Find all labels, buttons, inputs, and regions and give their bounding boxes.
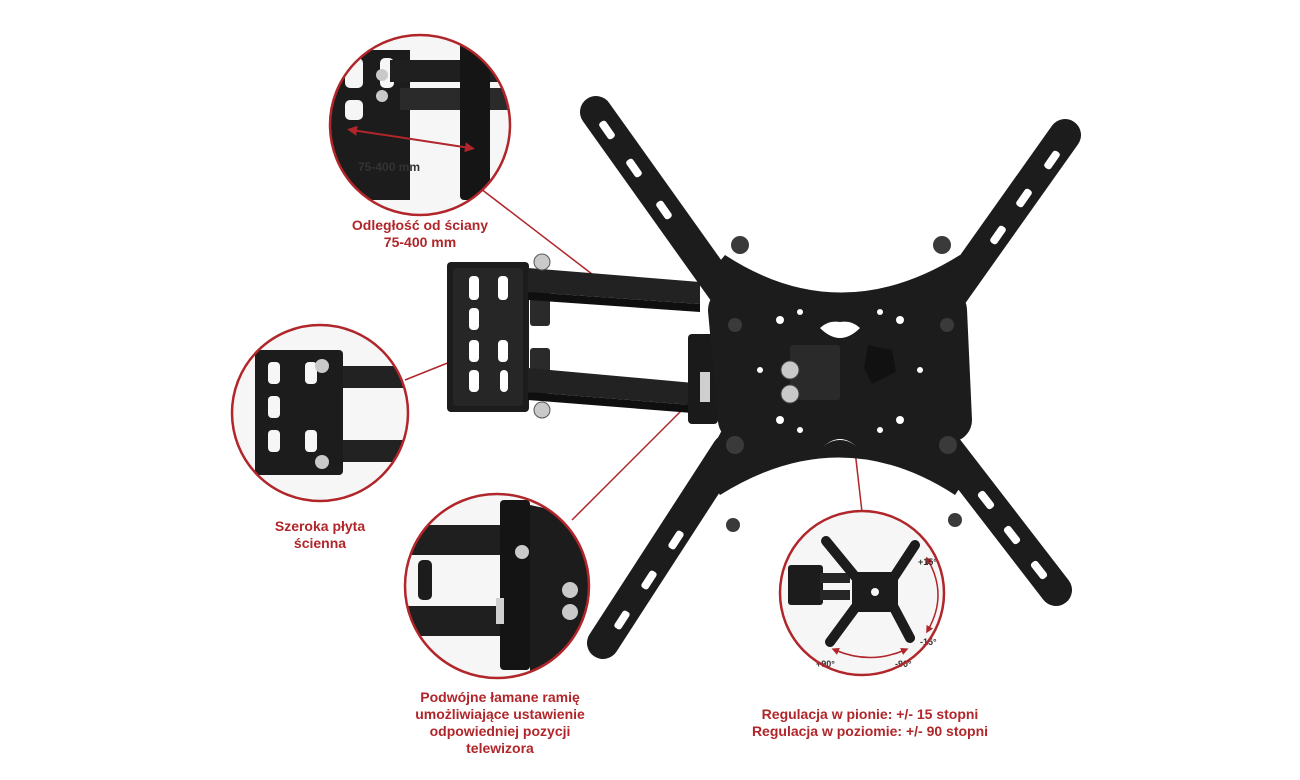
inset-wall-plate [230, 323, 410, 503]
callout-wall-plate-label: Szeroka płyta ścienna [225, 518, 415, 552]
callout-arm-line-3: odpowiedniej pozycji [429, 723, 571, 739]
bracket-arms [528, 253, 718, 424]
callout-adjust-line-2: Regulacja w poziomie: +/- 90 stopni [751, 723, 989, 739]
callout-arm-line-1: Podwójne łamane ramię [420, 689, 580, 705]
angle-up-label: +15° [918, 557, 937, 567]
callout-adjust-label: Regulacja w pionie: +/- 15 stopni Regula… [715, 706, 1025, 740]
main-bracket [447, 96, 1081, 659]
callout-arm-label: Podwójne łamane ramię umożliwiające usta… [385, 689, 615, 757]
angle-left-label: +90° [816, 659, 835, 669]
callout-arm-line-2: umożliwiające ustawienie [415, 706, 585, 722]
callout-distance-line-2: 75-400 mm [383, 234, 457, 250]
inset-adjustment: +15° -15° +90° -90° [778, 509, 946, 677]
inset-arm [403, 492, 591, 680]
callout-wall-plate-line-1: Szeroka płyta [274, 518, 366, 534]
callout-distance-line-1: Odległość od ściany [351, 217, 489, 233]
callout-distance-label: Odległość od ściany 75-400 mm [320, 217, 520, 251]
callout-arm-line-4: telewizora [466, 740, 534, 756]
callout-adjust-line-1: Regulacja w pionie: +/- 15 stopni [761, 706, 979, 722]
inset-distance: 75-400 mm [328, 33, 512, 217]
vesa-plate [580, 96, 1081, 659]
callout-wall-plate-line-2: ścienna [293, 535, 347, 551]
inset-dimension-label: 75-400 mm [358, 160, 420, 174]
